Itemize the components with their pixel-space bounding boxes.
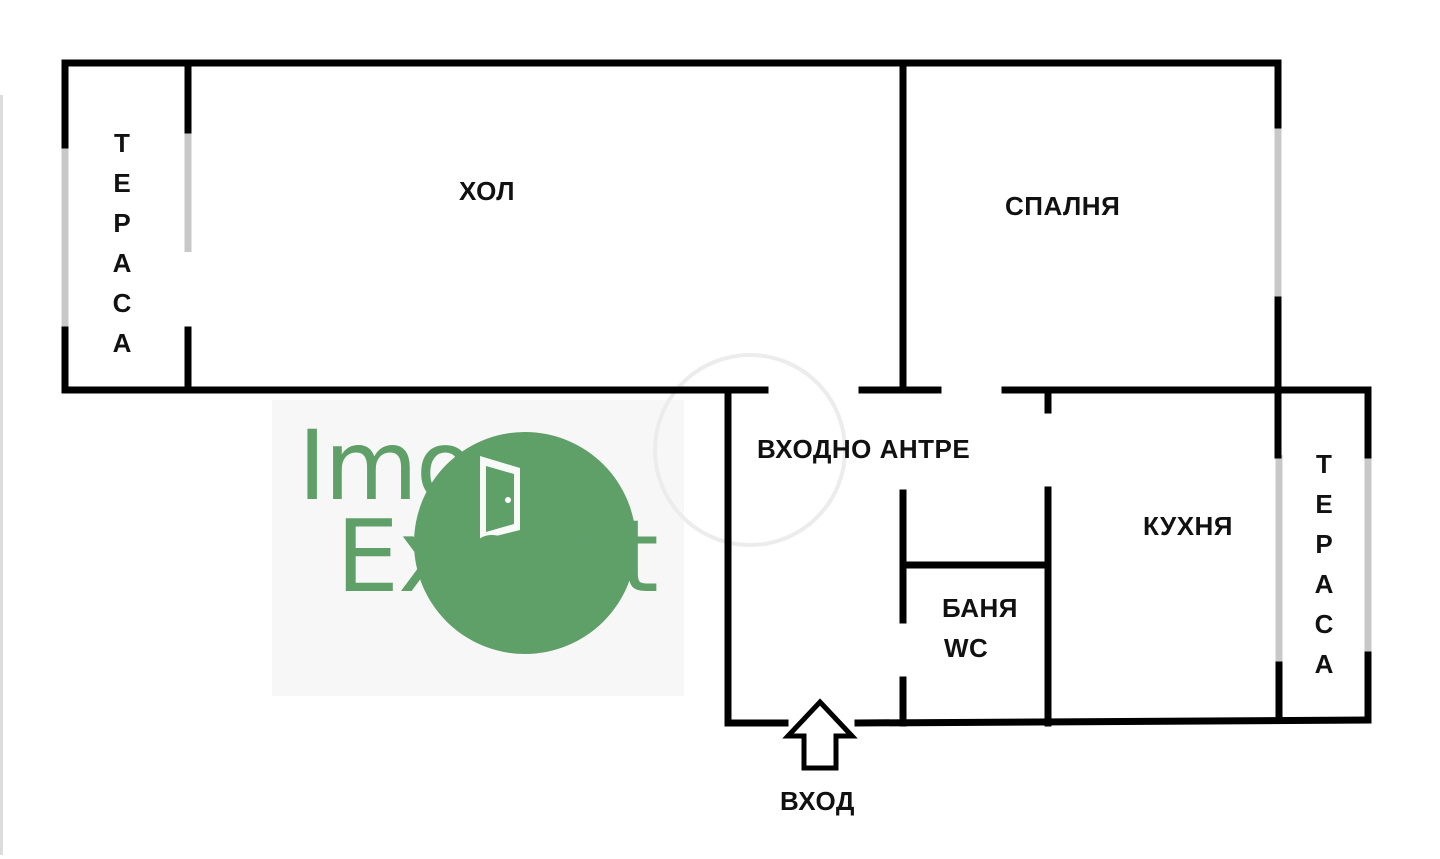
- room-label-hol: ХОЛ: [459, 176, 515, 206]
- terasa-right-letter: А: [1314, 649, 1334, 679]
- windows: [61, 125, 1372, 665]
- terasa-left-letter: С: [112, 288, 132, 318]
- logo-text-expert: Expert: [336, 498, 659, 615]
- image-left-edge: [0, 95, 3, 855]
- room-label-banya: БАНЯ: [942, 593, 1018, 623]
- room-label-spalnya: СПАЛНЯ: [1005, 191, 1121, 221]
- faint-watermark-circle: [653, 353, 847, 547]
- logo-text-imo: Imo: [298, 410, 475, 522]
- terasa-left-letter: А: [112, 248, 132, 278]
- terasa-left-letter: Р: [113, 208, 131, 238]
- terasa-right-letter: С: [1314, 609, 1334, 639]
- door-icon: [480, 447, 565, 544]
- room-label-kuhnya: КУХНЯ: [1143, 511, 1233, 541]
- terasa-right-letter: Р: [1315, 529, 1333, 559]
- room-label-antre: ВХОДНО АНТРЕ: [757, 434, 971, 464]
- terasa-right-letter: Е: [1315, 489, 1333, 519]
- entrance-arrow-icon: [782, 698, 858, 771]
- room-label-terasa-right: Т Е Р А С А: [1309, 444, 1339, 684]
- logo-circle: [414, 432, 636, 654]
- room-label-wc: WC: [944, 633, 989, 663]
- logo-watermark: [272, 353, 847, 696]
- terasa-right-letter: Т: [1316, 449, 1332, 479]
- entrance-label: ВХОД: [780, 786, 855, 816]
- terasa-right-letter: А: [1314, 569, 1334, 599]
- walls: [61, 59, 1372, 727]
- terasa-left-letter: Т: [114, 128, 130, 158]
- terasa-left-letter: Е: [113, 168, 131, 198]
- room-label-terasa-left: Т Е Р А С А: [107, 123, 137, 363]
- terasa-left-letter: А: [112, 328, 132, 358]
